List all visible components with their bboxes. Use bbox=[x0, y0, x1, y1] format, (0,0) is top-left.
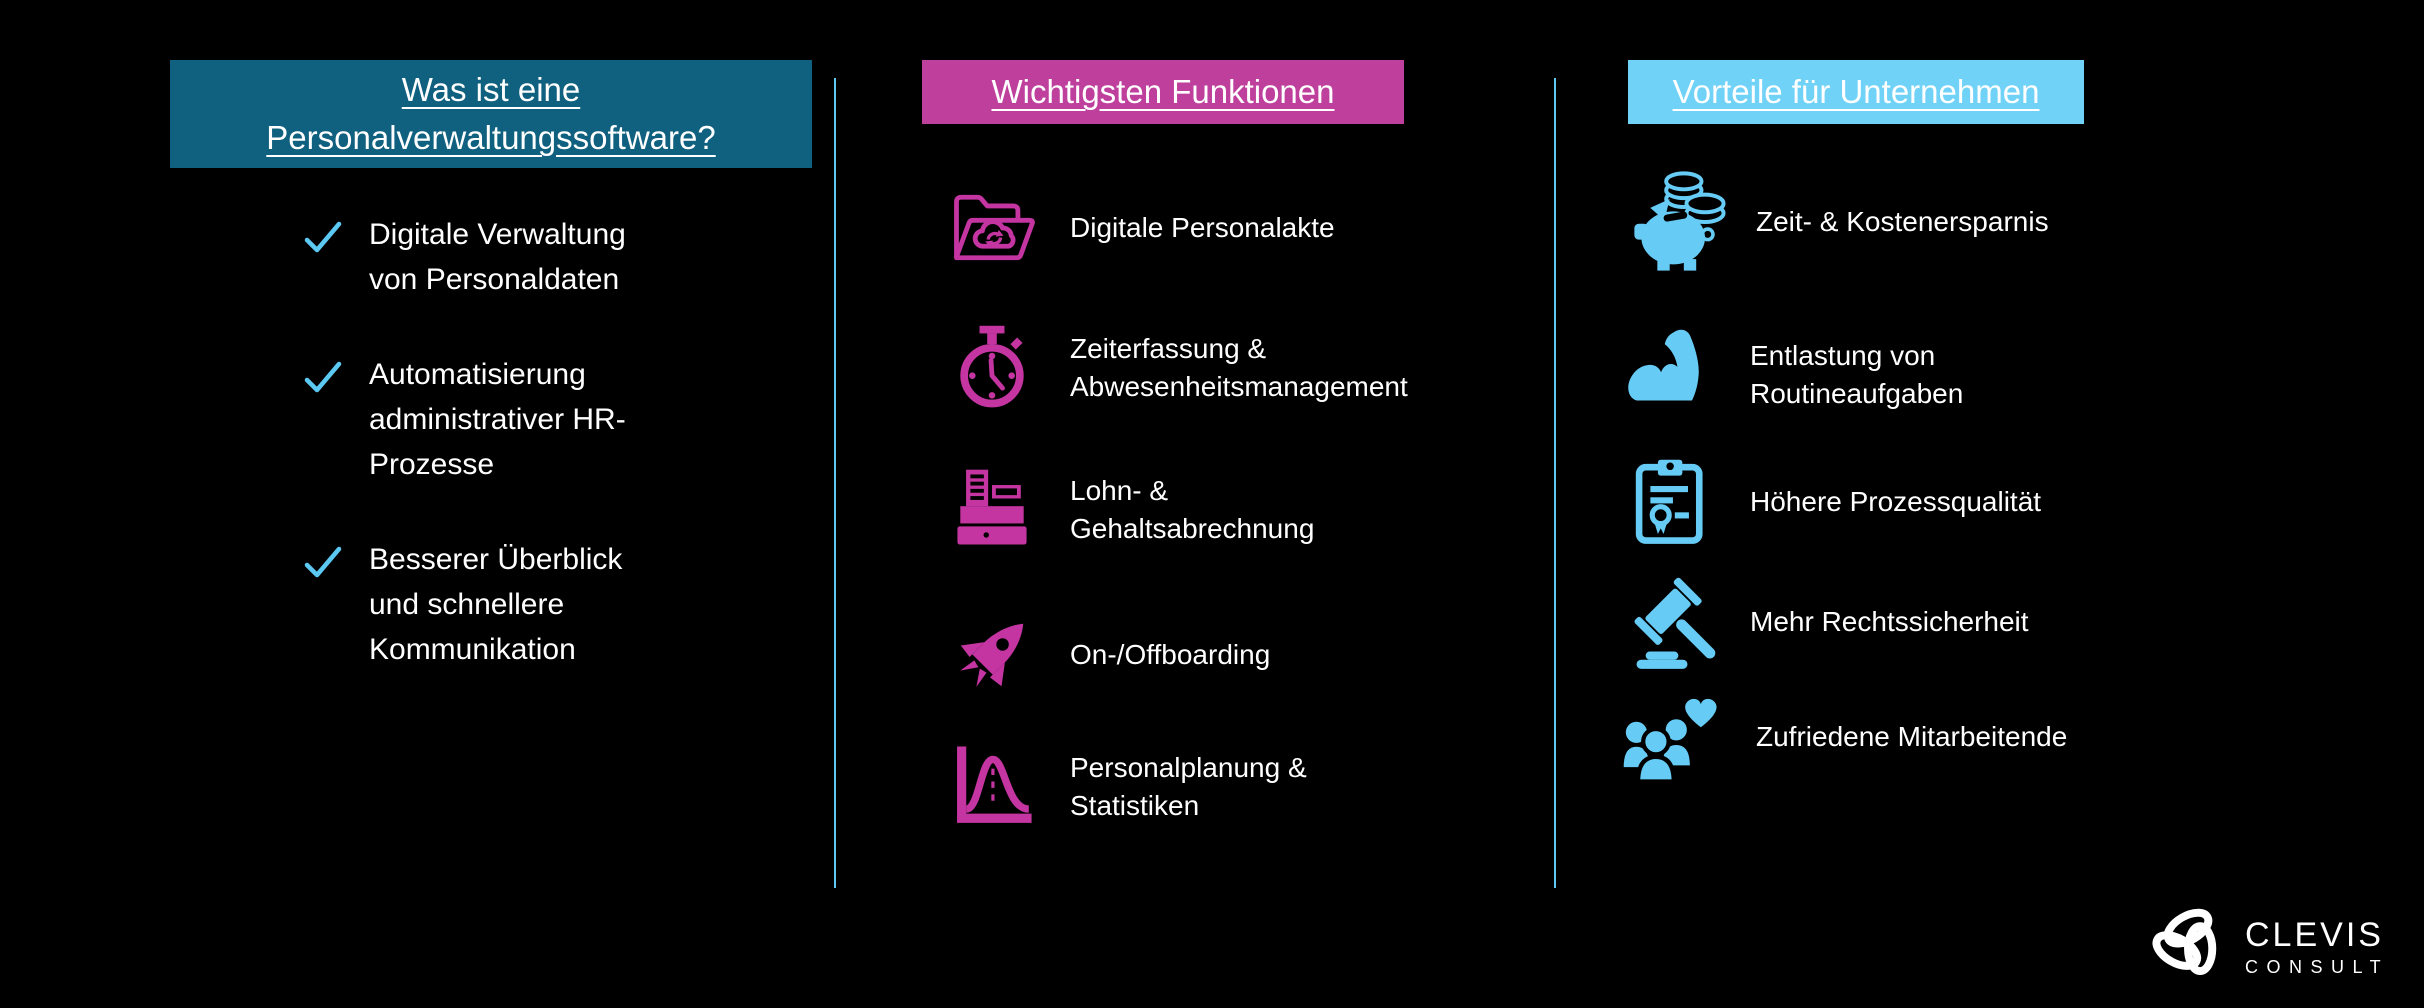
column-divider-left bbox=[834, 78, 836, 888]
header-functions: Wichtigsten Funktionen bbox=[922, 60, 1404, 124]
benefit-item-mitarbeitende: Zufriedene Mitarbeitende bbox=[1622, 687, 2282, 787]
people-heart-icon bbox=[1622, 687, 1728, 787]
bullet-label: Digitale Verwaltung von Personaldaten bbox=[369, 218, 626, 296]
rocket-icon bbox=[942, 605, 1042, 705]
bell-curve-chart-icon bbox=[942, 737, 1042, 837]
benefit-label: Zufriedene Mitarbeitende bbox=[1756, 721, 2068, 752]
benefit-label: Mehr Rechtssicherheit bbox=[1750, 606, 2029, 637]
header-what-is-label: Was ist eine Personalverwaltungssoftware… bbox=[266, 71, 716, 156]
piggy-bank-coins-icon bbox=[1622, 171, 1728, 272]
function-item-personalplanung: Personalplanung & Statistiken bbox=[942, 737, 1552, 837]
header-benefits-label: Vorteile für Unternehmen bbox=[1672, 73, 2040, 111]
benefit-item-entlastung: Entlastung von Routineaufgaben bbox=[1622, 325, 2282, 425]
gavel-icon bbox=[1622, 572, 1722, 672]
function-item-onboarding: On-/Offboarding bbox=[942, 605, 1552, 705]
function-item-zeiterfassung: Zeiterfassung & Abwesenheitsmanagement bbox=[942, 318, 1552, 418]
function-item-lohn: Lohn- & Gehaltsabrechnung bbox=[942, 460, 1552, 560]
function-label: Zeiterfassung & Abwesenheitsmanagement bbox=[1070, 333, 1408, 402]
function-label: Lohn- & Gehaltsabrechnung bbox=[1070, 475, 1315, 544]
header-what-is: Was ist eine Personalverwaltungssoftware… bbox=[170, 60, 812, 168]
check-icon bbox=[303, 542, 343, 672]
header-benefits: Vorteile für Unternehmen bbox=[1628, 60, 2084, 124]
bullet-item: Automatisierung administrativer HR- Proz… bbox=[303, 352, 753, 487]
function-item-digitale-personalakte: Digitale Personalakte bbox=[942, 178, 1552, 278]
check-icon bbox=[303, 217, 343, 302]
logo-text: CLEVIS CONSULT bbox=[2245, 918, 2389, 976]
cash-register-icon bbox=[942, 460, 1042, 560]
column-divider-right bbox=[1554, 78, 1556, 888]
benefit-label: Zeit- & Kostenersparnis bbox=[1756, 206, 2049, 237]
check-icon bbox=[303, 357, 343, 487]
bullet-item: Digitale Verwaltung von Personaldaten bbox=[303, 212, 753, 302]
benefit-label: Höhere Prozessqualität bbox=[1750, 486, 2042, 517]
bullet-item: Besserer Überblick und schnellere Kommun… bbox=[303, 537, 753, 672]
header-functions-label: Wichtigsten Funktionen bbox=[991, 73, 1335, 111]
logo-subbrand: CONSULT bbox=[2245, 956, 2390, 977]
benefit-item-rechtssicherheit: Mehr Rechtssicherheit bbox=[1622, 572, 2282, 672]
function-label: Personalplanung & Statistiken bbox=[1070, 752, 1307, 821]
stopwatch-icon bbox=[942, 318, 1042, 418]
benefit-label: Entlastung von Routineaufgaben bbox=[1750, 340, 1964, 409]
muscle-arm-icon bbox=[1622, 325, 1722, 425]
clevis-logo: CLEVIS CONSULT bbox=[2146, 902, 2389, 991]
bullet-label: Besserer Überblick und schnellere Kommun… bbox=[369, 543, 623, 666]
column-what-is: Digitale Verwaltung von Personaldaten Au… bbox=[303, 212, 753, 722]
clipboard-certificate-icon bbox=[1622, 452, 1722, 552]
folder-cloud-sync-icon bbox=[942, 178, 1042, 278]
function-label: On-/Offboarding bbox=[1070, 639, 1271, 670]
bullet-label: Automatisierung administrativer HR- Proz… bbox=[369, 358, 626, 481]
benefit-item-prozessqualitaet: Höhere Prozessqualität bbox=[1622, 452, 2282, 552]
logo-brand: CLEVIS bbox=[2245, 915, 2384, 954]
clevis-knot-icon bbox=[2146, 902, 2230, 991]
function-label: Digitale Personalakte bbox=[1070, 212, 1335, 243]
benefit-item-kostenersparnis: Zeit- & Kostenersparnis bbox=[1622, 171, 2282, 272]
